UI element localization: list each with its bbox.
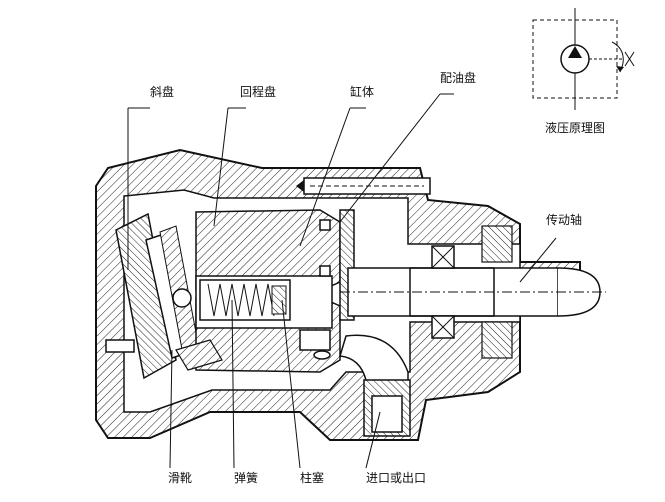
swash-plate (105, 212, 177, 380)
labels: 斜盘 回程盘 缸体 配油盘 传动轴 滑靴 弹簧 柱塞 进口或出口 (150, 70, 582, 485)
symbol-title: 液压原理图 (545, 120, 605, 135)
spring-icon (207, 283, 275, 317)
label-return-plate: 回程盘 (240, 84, 276, 99)
hydraulic-symbol: 液压原理图 (532, 8, 635, 135)
label-swash-plate: 斜盘 (150, 84, 174, 99)
leader-lines (127, 93, 557, 469)
label-valve-plate: 配油盘 (440, 70, 476, 85)
seal-top (481, 225, 513, 263)
label-drive-shaft: 传动轴 (546, 212, 582, 227)
label-port: 进口或出口 (366, 471, 426, 485)
piston-assembly (172, 279, 291, 321)
label-piston: 柱塞 (300, 470, 324, 485)
top-bolt (296, 177, 431, 195)
drive-shaft (340, 225, 606, 359)
port-elbow (339, 334, 411, 437)
label-cylinder: 缸体 (350, 84, 374, 99)
seal-bottom (481, 321, 513, 359)
slipper (175, 329, 331, 371)
slipper-ball-icon (172, 288, 192, 308)
label-slipper: 滑靴 (168, 471, 192, 485)
flow-triangle-icon (568, 46, 582, 58)
label-spring: 弹簧 (234, 470, 258, 485)
